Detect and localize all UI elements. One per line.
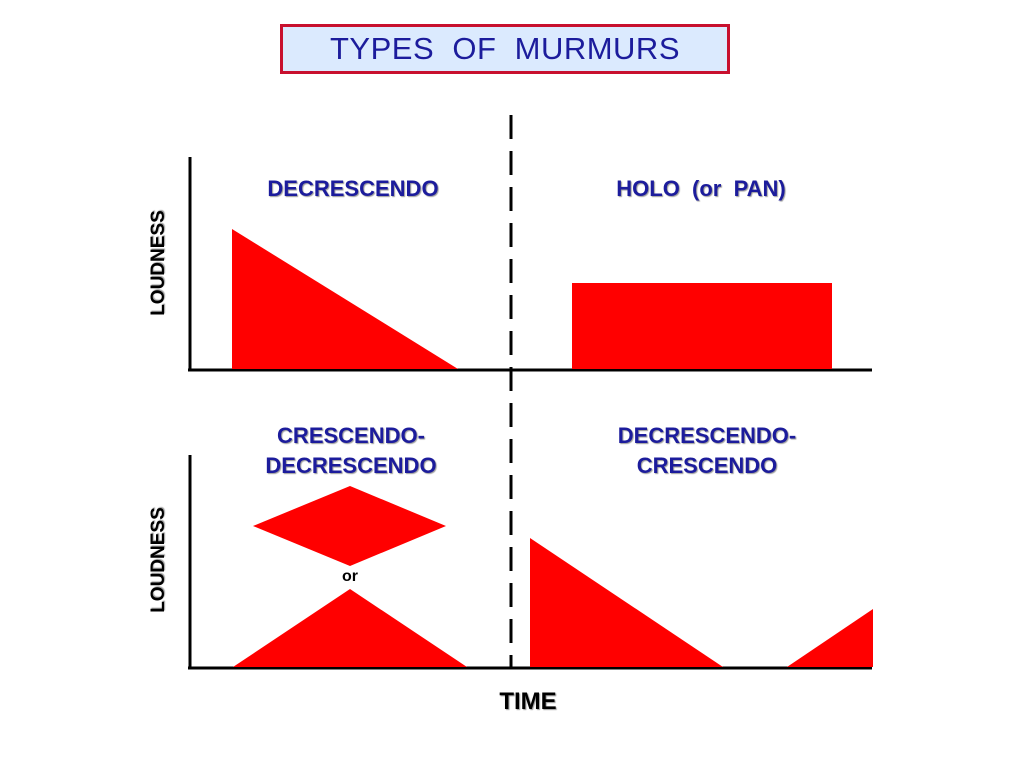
holo-label: HOLO (or PAN) (616, 176, 786, 201)
page-title: TYPES OF MURMURS (329, 31, 680, 66)
decrescendo-crescendo-right-shape (787, 609, 873, 667)
top-y-axis-label: LOUDNESS (148, 210, 169, 316)
or-label: or (342, 568, 358, 585)
bottom-y-axis-label: LOUDNESS (148, 507, 169, 613)
decrescendo-shape (232, 229, 458, 369)
crescendo-decrescendo-label: CRESCENDO- DECRESCENDO (265, 423, 437, 478)
crescendo-decrescendo-triangle (233, 589, 467, 667)
diamond-shape (253, 486, 446, 566)
x-axis-label: TIME (499, 688, 557, 715)
holo-shape (572, 283, 832, 369)
decrescendo-label: DECRESCENDO (267, 176, 439, 201)
decrescendo-crescendo-left-shape (530, 538, 723, 667)
decrescendo-crescendo-label: DECRESCENDO- CRESCENDO (617, 423, 797, 478)
title-box: TYPES OF MURMURS (280, 24, 730, 74)
